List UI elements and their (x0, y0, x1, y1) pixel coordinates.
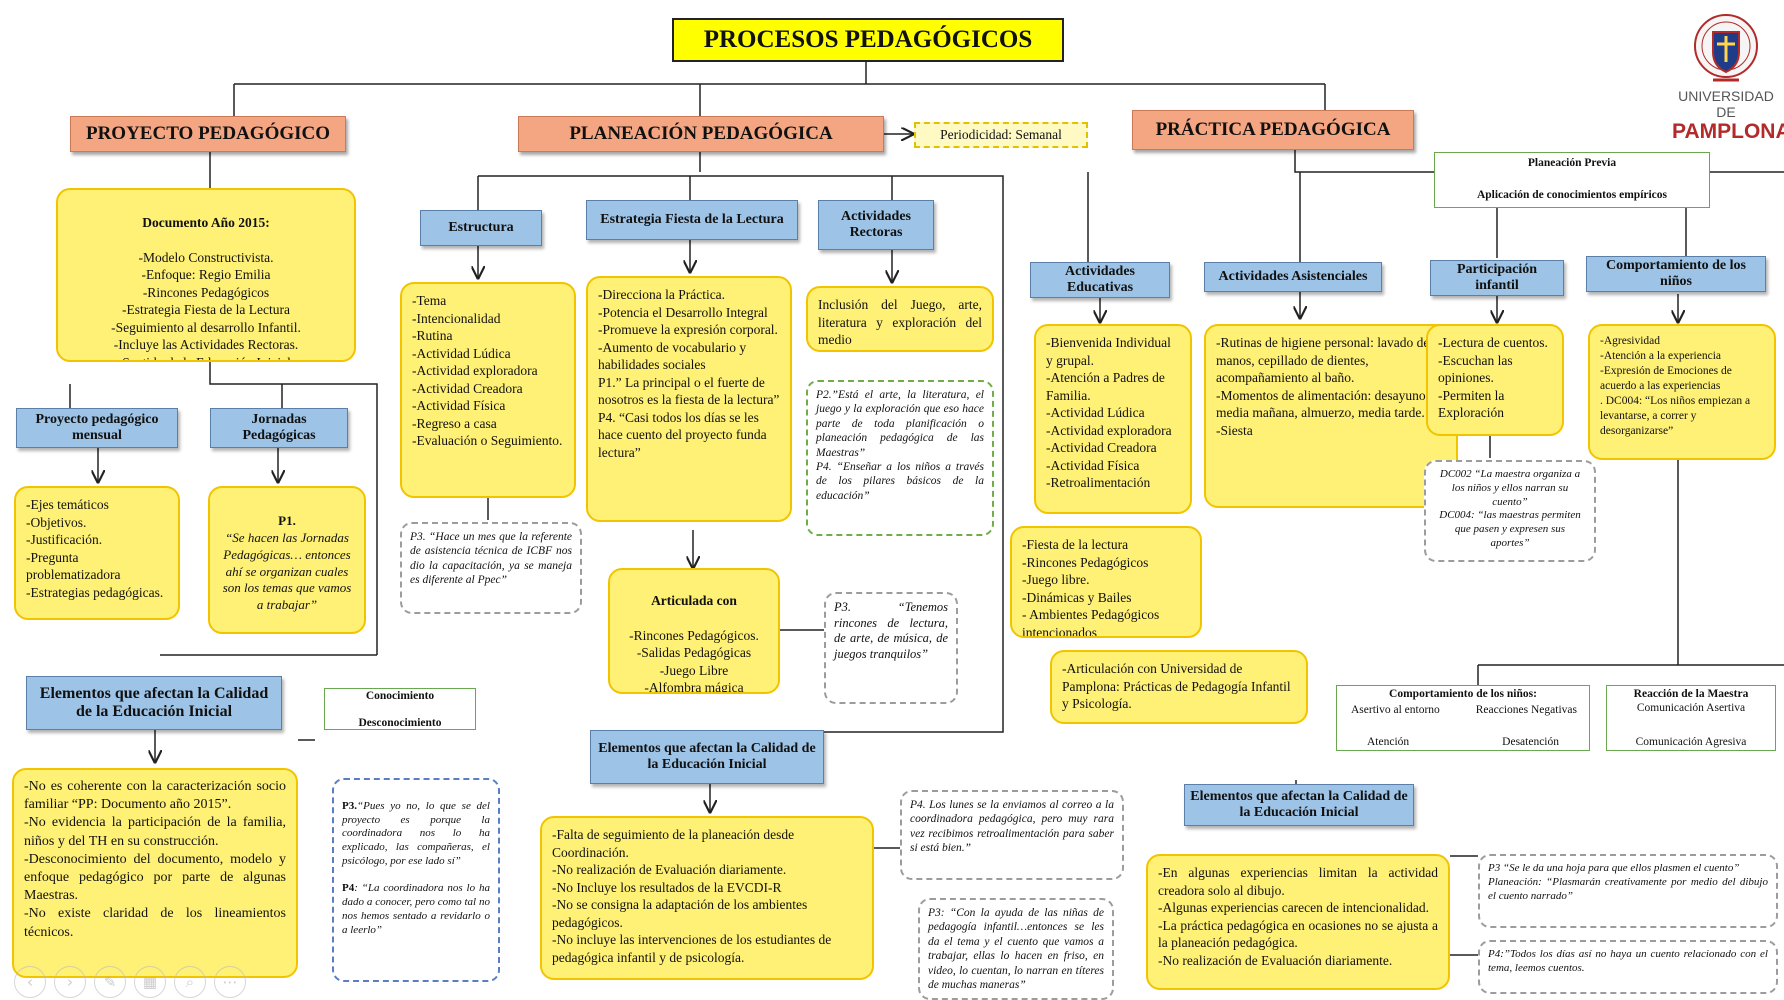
note-p3-ayuda: P3: “Con la ayuda de las niñas de pedago… (918, 898, 1114, 1000)
fiesta-items-box: -Fiesta de la lectura -Rincones Pedagógi… (1010, 526, 1202, 638)
planeacion-previa-box: Planeación Previa Aplicación de conocimi… (1434, 152, 1710, 208)
asertivo-label: Asertivo al entorno (1351, 704, 1440, 716)
participacion-items-box: -Lectura de cuentos. -Escuchan las opini… (1426, 324, 1564, 436)
note-p4-label: P4 (342, 882, 355, 895)
prev-icon[interactable]: ‹ (14, 966, 46, 998)
planeacion-head: PLANEACIÓN PEDAGÓGICA (518, 116, 884, 152)
educativas-items-box: -Bienvenida Individual y grupal. -Atenci… (1034, 324, 1192, 514)
note-p3-rincones: P3. “Tenemos rincones de lectura, de art… (824, 592, 958, 704)
estrategia-box: Estrategia Fiesta de la Lectura (586, 200, 798, 240)
desconocimiento-label: Desconocimiento (358, 717, 442, 729)
note-p3-hoja: P3 “Se le da una hoja para que ellos pla… (1478, 854, 1778, 928)
conocimiento-box: Conocimiento Desconocimiento (324, 688, 476, 730)
presentation-toolbar: ‹ › ✎ ▦ ⌕ ⋯ (14, 966, 246, 998)
comp-title: Comportamiento de los niños: (1389, 688, 1537, 700)
comportamiento-box: Comportamiento de los niños (1586, 256, 1766, 292)
p1-quote-box: P1. “Se hacen las Jornadas Pedagógicas… … (208, 486, 366, 634)
proyecto-documento-box: Documento Año 2015: -Modelo Constructivi… (56, 188, 356, 362)
logo: UNIVERSIDAD DE PAMPLONA (1672, 6, 1784, 143)
note-p4-cuentos: P4:”Todos los días así no haya un cuento… (1478, 940, 1778, 994)
articulacion-box: -Articulación con Universidad de Pamplon… (1050, 650, 1308, 724)
empiricos-label: Aplicación de conocimientos empíricos (1476, 189, 1668, 201)
documento-body: -Modelo Constructivista. -Enfoque: Regio… (111, 249, 301, 360)
zoom-icon[interactable]: ⌕ (174, 966, 206, 998)
actividades-rectoras-box: Actividades Rectoras (818, 200, 934, 250)
reaccion-title: Reacción de la Maestra (1633, 688, 1749, 700)
next-icon[interactable]: › (54, 966, 86, 998)
p1-label: P1. (278, 512, 296, 528)
proyecto-head: PROYECTO PEDAGÓGICO (70, 116, 346, 152)
atencion-label: Atención (1367, 736, 1410, 748)
slides-icon[interactable]: ▦ (134, 966, 166, 998)
mensual-items-box: -Ejes temáticos -Objetivos. -Justificaci… (14, 486, 180, 620)
asistenciales-items-box: -Rutinas de higiene personal: lavado de … (1204, 324, 1458, 508)
reaccion-maestra-box: Reacción de la Maestra Comunicación Aser… (1606, 685, 1776, 751)
reacciones-label: Reacciones Negativas (1475, 704, 1577, 716)
articulada-title: Articulada con (651, 592, 737, 608)
asistenciales-box: Actividades Asistenciales (1204, 262, 1382, 292)
rectoras-items-box: Inclusión del Juego, arte, literatura y … (806, 286, 994, 352)
comportamiento-items-box: -Agresividad -Atención a la experiencia … (1588, 324, 1776, 460)
jornadas-box: Jornadas Pedagógicas (210, 408, 348, 448)
note-p3-text: “Pues yo no, lo que se del proyecto es p… (342, 799, 490, 867)
proyecto-elementos-box: Elementos que afectan la Calidad de la E… (26, 676, 282, 730)
note-p4-text: : “La coordinadora nos lo ha dado a cono… (342, 882, 490, 936)
planeacion-elementos-box: Elementos que afectan la Calidad de la E… (590, 730, 824, 784)
note-p2-arte: P2.”Está el arte, la literatura, el jueg… (806, 380, 994, 536)
comportamiento-ninos-box: Comportamiento de los niños: Asertivo al… (1336, 685, 1590, 751)
logo-line2: PAMPLONA (1672, 120, 1784, 143)
documento-title: Documento Año 2015: (142, 214, 270, 230)
educativas-box: Actividades Educativas (1030, 262, 1170, 298)
p1-quote: “Se hacen las Jornadas Pedagógicas… ento… (222, 529, 352, 613)
conocimiento-label: Conocimiento (365, 690, 435, 702)
com-asertiva-label: Comunicación Asertiva (1636, 702, 1746, 714)
more-icon[interactable]: ⋯ (214, 966, 246, 998)
practica-factores-box: -En algunas experiencias limitan la acti… (1146, 854, 1450, 990)
logo-line1: UNIVERSIDAD DE (1678, 88, 1774, 120)
desatencion-label: Desatención (1502, 736, 1559, 748)
estructura-box: Estructura (420, 210, 542, 246)
practica-elementos-box: Elementos que afectan la Calidad de la E… (1184, 784, 1414, 826)
page-title: PROCESOS PEDAGÓGICOS (672, 18, 1064, 62)
note-p4-lunes: P4. Los lunes se la enviamos al correo a… (900, 790, 1124, 880)
articulada-box: Articulada con -Rincones Pedagógicos. -S… (608, 568, 780, 694)
practica-head: PRÁCTICA PEDAGÓGICA (1132, 110, 1414, 150)
estructura-items-box: -Tema -Intencionalidad -Rutina -Activida… (400, 282, 576, 498)
periodicidad-box: Periodicidad: Semanal (914, 122, 1088, 148)
note-dc002: DC002 “La maestra organiza a los niños y… (1424, 460, 1596, 562)
pen-icon[interactable]: ✎ (94, 966, 126, 998)
university-shield-icon (1694, 14, 1758, 82)
estrategia-items-box: -Direcciona la Práctica. -Potencia el De… (586, 276, 792, 522)
com-agresiva-label: Comunicación Agresiva (1635, 736, 1747, 748)
note-p3-label: P3. (342, 799, 357, 812)
proyecto-factores-box: -No es coherente con la caracterización … (12, 768, 298, 978)
planeacion-previa-label: Planeación Previa (1527, 157, 1617, 169)
planeacion-factores-box: -Falta de seguimiento de la planeación d… (540, 816, 874, 980)
articulada-items: -Rincones Pedagógicos. -Salidas Pedagógi… (629, 627, 759, 694)
proyecto-mensual-box: Proyecto pedagógico mensual (16, 408, 178, 448)
note-p3-icbf: P3. “Hace un mes que la referente de asi… (400, 522, 582, 614)
proyecto-testimonios-note: P3.“Pues yo no, lo que se del proyecto e… (332, 778, 500, 982)
participacion-box: Participación infantil (1430, 260, 1564, 296)
